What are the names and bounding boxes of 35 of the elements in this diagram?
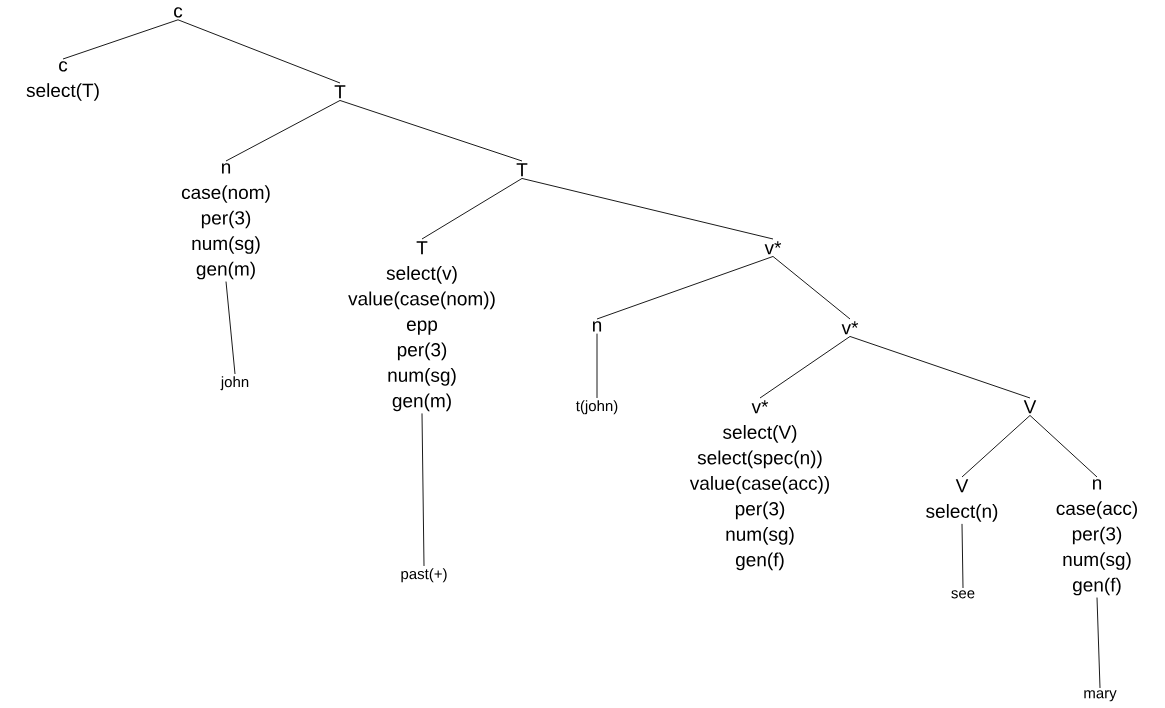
tree-node-label: c: [174, 7, 183, 18]
leaf-word: see: [951, 590, 975, 599]
branch-line: [339, 100, 523, 162]
tree-node-label: c select(T): [26, 61, 99, 101]
tree-node-label: n case(nom) per(3) num(sg) gen(m): [181, 163, 270, 280]
tree-node-label: V select(n): [926, 479, 998, 522]
tree-node-label: T: [516, 163, 528, 177]
branch-line: [596, 256, 774, 320]
branch-line: [177, 19, 341, 84]
tree-node-label: V: [1023, 400, 1037, 414]
branch-line: [1096, 597, 1101, 689]
branch-line: [225, 281, 236, 375]
tree-node-label: n case(acc) per(3) num(sg) gen(f): [1056, 479, 1137, 596]
leaf-word: t(john): [575, 400, 618, 415]
tree-node-label: n: [593, 321, 602, 332]
leaf-word: mary: [1084, 690, 1117, 702]
branch-line: [759, 336, 851, 399]
branch-line: [421, 178, 523, 240]
branch-line: [225, 100, 341, 162]
branch-line: [521, 178, 774, 240]
branch-line: [961, 415, 1031, 478]
tree-node-label: v* select(V) select(spec(n)) value(case(acc)) per(3) num(sg) gen(f): [689, 400, 829, 571]
tree-node-label: T select(v) value(case(nom)) epp per(3) num(sg) gen(m): [348, 241, 495, 412]
branch-line: [772, 256, 851, 320]
tree-node-label: v*: [764, 241, 782, 255]
leaf-word: john: [220, 376, 249, 391]
branch-line: [961, 523, 964, 589]
branch-line: [849, 336, 1031, 399]
branch-line: [1029, 415, 1098, 478]
tree-node-label: T: [334, 85, 346, 99]
branch-line: [421, 412, 425, 567]
branch-line: [62, 19, 179, 60]
leaf-word: past(+): [401, 568, 447, 583]
tree-node-label: v*: [841, 321, 859, 335]
branch-line: [596, 333, 598, 399]
